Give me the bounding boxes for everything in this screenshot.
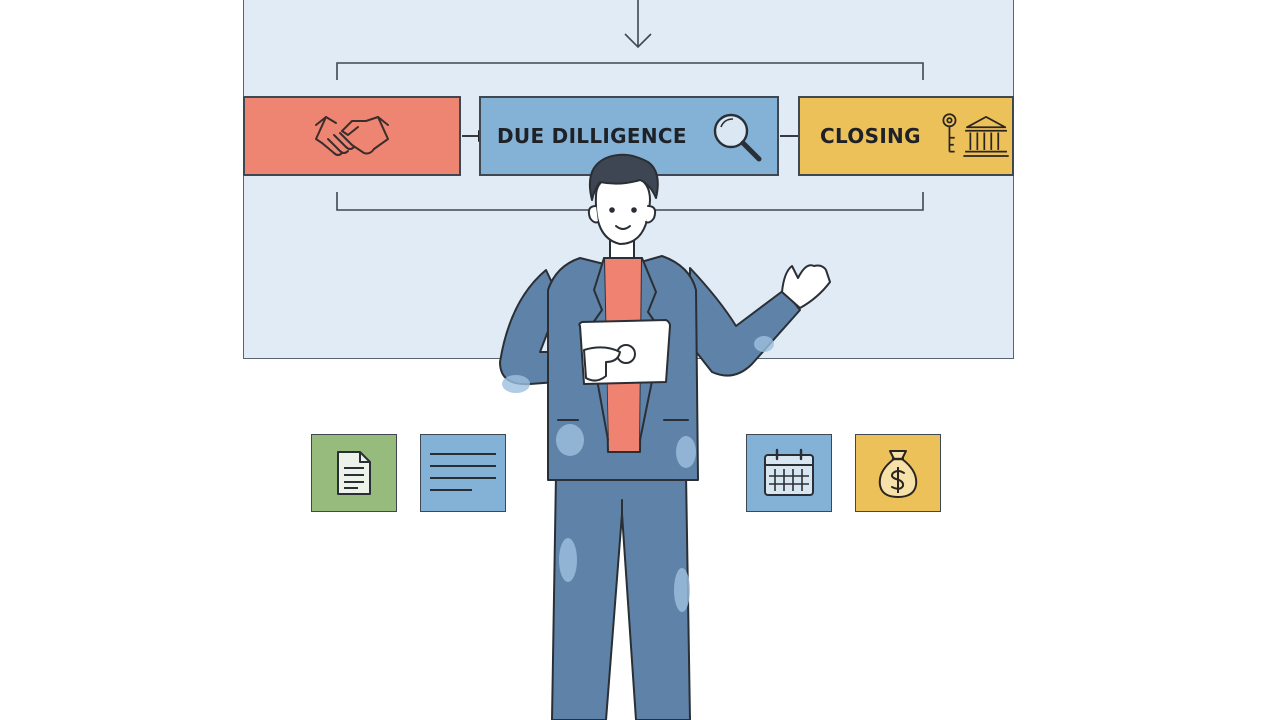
calendar-tile xyxy=(746,434,832,512)
stage-closing: CLOSING xyxy=(798,96,1014,176)
money-tile xyxy=(855,434,941,512)
calendar-icon xyxy=(764,448,814,496)
stage-2-label: DUE DILLIGENCE xyxy=(497,124,687,148)
stage-3-label: CLOSING xyxy=(820,124,921,148)
magnifier-icon xyxy=(713,113,762,162)
list-tile xyxy=(420,434,506,512)
lines-list-icon xyxy=(430,453,496,491)
money-bag-icon xyxy=(878,450,918,498)
handshake-icon xyxy=(315,116,389,156)
document-tile xyxy=(311,434,397,512)
stage-negotiation xyxy=(243,96,461,176)
document-icon xyxy=(337,451,371,495)
key-bank-icon xyxy=(942,113,1009,157)
